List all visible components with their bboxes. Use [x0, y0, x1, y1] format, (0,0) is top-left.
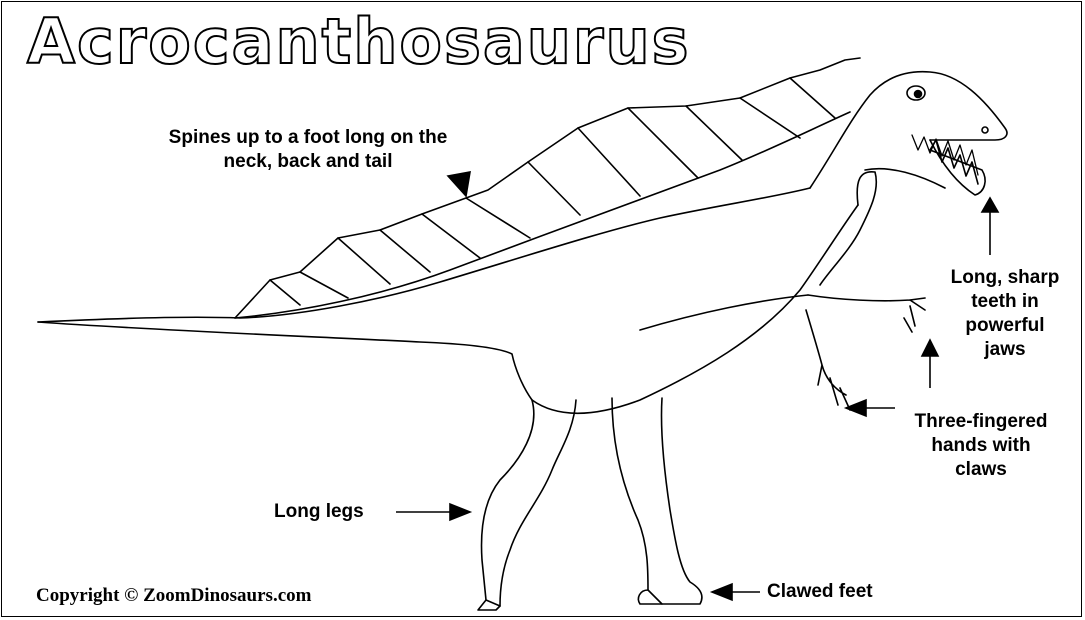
label-hands: Three-fingered hands with claws [892, 410, 1070, 482]
arrow-icon [712, 584, 732, 600]
arrow-icon [982, 198, 998, 212]
label-spines-line2: neck, back and tail [128, 150, 488, 174]
spine-ribs [270, 78, 835, 305]
arm-upper [820, 172, 876, 285]
label-hands-line1: Three-fingered [892, 410, 1070, 434]
label-hands-line3: claws [892, 458, 1070, 482]
label-teeth-line4: jaws [940, 338, 1070, 362]
tail-outline [38, 188, 810, 322]
tail-lower [38, 322, 532, 400]
arrow-icon [846, 400, 866, 416]
label-spines-line1: Spines up to a foot long on the [128, 126, 488, 150]
neck-front [865, 169, 945, 188]
body-belly [532, 205, 858, 413]
arrow-icon [922, 340, 938, 356]
body-chest [640, 295, 808, 330]
arrow-icon [450, 504, 470, 520]
label-spines: Spines up to a foot long on the neck, ba… [128, 126, 488, 174]
label-feet: Clawed feet [767, 580, 873, 604]
copyright-text: Copyright © ZoomDinosaurs.com [36, 585, 311, 607]
spine-sail-top [235, 58, 860, 318]
label-hands-line2: hands with [892, 434, 1070, 458]
arrow-icon [448, 172, 470, 196]
label-teeth: Long, sharp teeth in powerful jaws [940, 266, 1070, 362]
nostril-icon [982, 127, 988, 133]
label-legs: Long legs [274, 500, 364, 524]
leg-front [612, 398, 702, 604]
label-teeth-line1: Long, sharp [940, 266, 1070, 290]
label-teeth-line2: teeth in [940, 290, 1070, 314]
arm-left [806, 310, 850, 410]
arm-right [808, 295, 925, 332]
label-teeth-line3: powerful [940, 314, 1070, 338]
leg-back [482, 400, 576, 606]
